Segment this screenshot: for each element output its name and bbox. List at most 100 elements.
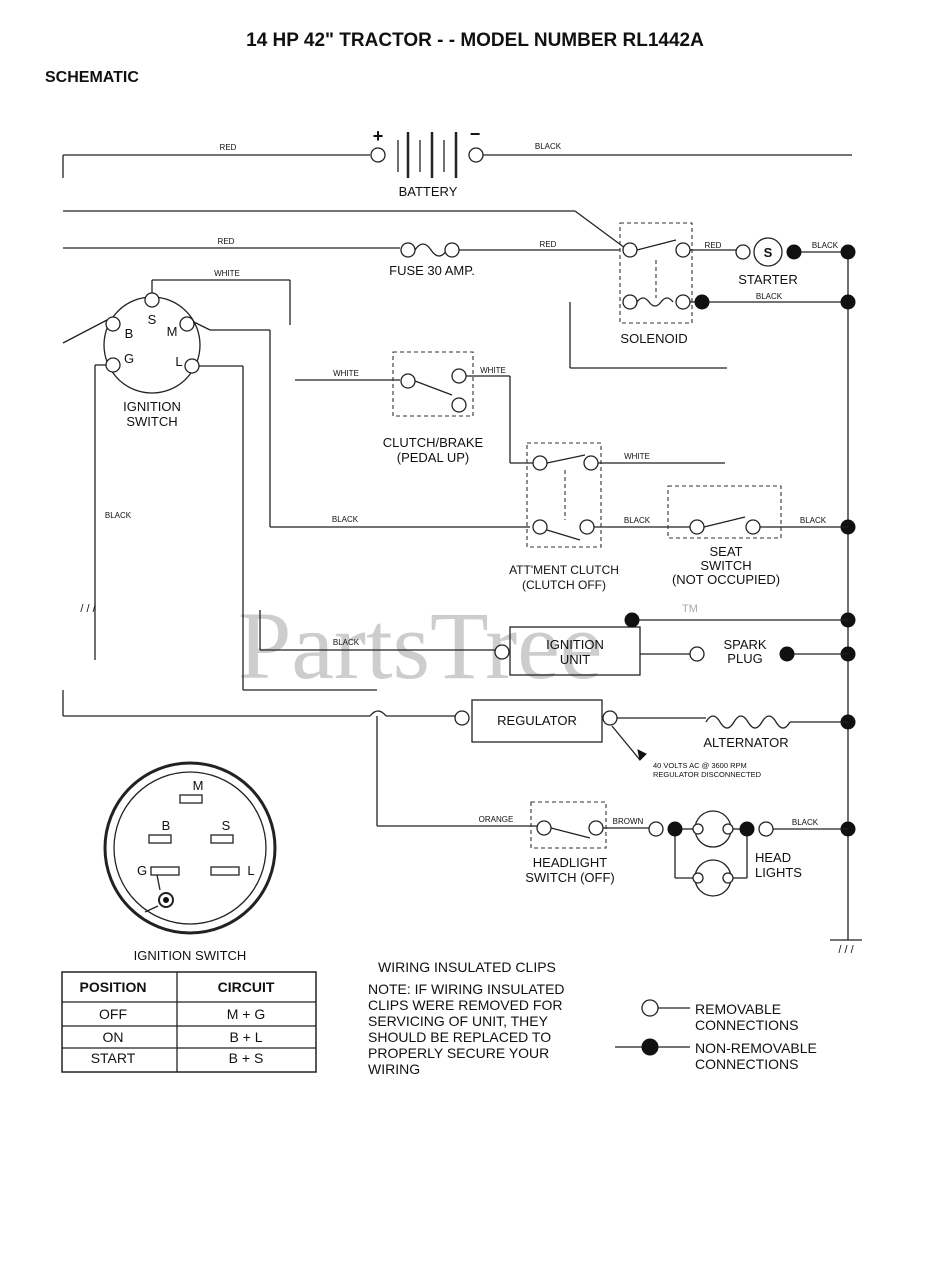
solenoid-label: SOLENOID bbox=[620, 331, 687, 346]
head-lights-label-2: LIGHTS bbox=[755, 865, 802, 880]
detail-terminal-b bbox=[148, 834, 172, 844]
starter-motor bbox=[753, 237, 783, 267]
detail-terminal-s bbox=[210, 834, 234, 844]
spark-plug-label-2: PLUG bbox=[727, 651, 762, 666]
fuse: RED RED FUSE 30 AMP. bbox=[63, 237, 620, 278]
headlight-switch-terminal-2 bbox=[588, 820, 604, 836]
ign-terminal-m bbox=[179, 316, 195, 332]
fuse-right-terminal bbox=[444, 242, 460, 258]
ign-terminal-b bbox=[105, 316, 121, 332]
ground-marks-left: / / / bbox=[80, 603, 96, 615]
ign-label-s: S bbox=[148, 312, 157, 327]
wire-label-white-clutch-out: WHITE bbox=[480, 366, 506, 375]
legend-non-removable-label-2: CONNECTIONS bbox=[695, 1056, 798, 1072]
att-clutch-label-1: ATT'MENT CLUTCH bbox=[509, 563, 619, 577]
clutch-brake-terminal-2 bbox=[451, 368, 467, 384]
ignition-unit-ground bbox=[624, 612, 640, 628]
spark-plug-ground bbox=[779, 646, 795, 662]
detail-label-g: G bbox=[137, 863, 147, 878]
regulator-input bbox=[454, 710, 470, 726]
solenoid-terminal-3 bbox=[622, 294, 638, 310]
ign-switch-label-1: IGNITION bbox=[123, 399, 181, 414]
wire-label-black-ign: BLACK bbox=[332, 515, 359, 524]
starter-terminal bbox=[735, 244, 751, 260]
ign-label-l: L bbox=[175, 354, 182, 369]
clutch-brake-terminal-3 bbox=[451, 397, 467, 413]
wire-label-black-battery: BLACK bbox=[535, 142, 562, 151]
solenoid-ground-connection bbox=[694, 294, 710, 310]
clips-note-line-2: CLIPS WERE REMOVED FOR bbox=[368, 997, 562, 1013]
battery-plus-sign: + bbox=[373, 126, 384, 146]
seat-switch-label-3: (NOT OCCUPIED) bbox=[672, 572, 780, 587]
headlight-switch-terminal-1 bbox=[536, 820, 552, 836]
table-cell-on: ON bbox=[103, 1029, 124, 1045]
ignition-unit-label-2: UNIT bbox=[560, 652, 590, 667]
att-clutch-terminal-2 bbox=[583, 455, 599, 471]
detail-label-s: S bbox=[222, 818, 231, 833]
spark-plug-terminal bbox=[689, 646, 705, 662]
regulator-note-2: REGULATOR DISCONNECTED bbox=[653, 770, 762, 779]
wire-label-red-starter: RED bbox=[705, 241, 722, 250]
spark-plug-label-1: SPARK bbox=[723, 637, 766, 652]
alternator-label: ALTERNATOR bbox=[703, 735, 788, 750]
ign-label-b: B bbox=[125, 326, 134, 341]
wire-label-white-clutch-in: WHITE bbox=[333, 369, 359, 378]
table-header-circuit: CIRCUIT bbox=[218, 979, 275, 995]
bus-node-starter bbox=[840, 244, 856, 260]
clips-note-title: WIRING INSULATED CLIPS bbox=[378, 959, 556, 975]
headlight-switch-label-2: SWITCH (OFF) bbox=[525, 870, 615, 885]
wire-label-brown: BROWN bbox=[613, 817, 644, 826]
regulator: REGULATOR 40 VOLTS AC @ 3600 RPM REGULAT… bbox=[454, 699, 762, 779]
solenoid-terminal-2 bbox=[675, 242, 691, 258]
att-clutch-terminal-4 bbox=[579, 519, 595, 535]
solenoid-terminal-1 bbox=[622, 242, 638, 258]
clutch-brake-label-2: (PEDAL UP) bbox=[397, 450, 469, 465]
table-header-position: POSITION bbox=[80, 979, 147, 995]
detail-terminal-m bbox=[179, 794, 203, 804]
att-clutch-terminal-1 bbox=[532, 455, 548, 471]
ign-terminal-g bbox=[105, 357, 121, 373]
detail-terminal-l bbox=[210, 866, 240, 876]
watermark-tm: TM bbox=[682, 603, 698, 615]
wire-label-white-att: WHITE bbox=[624, 452, 650, 461]
seat-switch-label-2: SWITCH bbox=[700, 558, 751, 573]
wire-label-black-ign-unit: BLACK bbox=[333, 638, 360, 647]
wire-label-black-ground: BLACK bbox=[105, 511, 132, 520]
regulator-label: REGULATOR bbox=[497, 713, 577, 728]
battery: + − BATTERY RED BLACK bbox=[62, 124, 852, 199]
seat-switch-terminal-2 bbox=[745, 519, 761, 535]
watermark: PartsTree TM bbox=[238, 592, 698, 699]
clutch-brake-terminal-1 bbox=[400, 373, 416, 389]
bus-node-solenoid bbox=[840, 294, 856, 310]
clutch-brake-switch: WHITE WHITE CLUTCH/BRAKE (PEDAL UP) bbox=[295, 351, 533, 465]
regulator-output bbox=[602, 710, 618, 726]
wire-label-red-battery: RED bbox=[220, 143, 237, 152]
headlight-output bbox=[758, 821, 774, 837]
headlight-node-2 bbox=[739, 821, 755, 837]
att-clutch-terminal-3 bbox=[532, 519, 548, 535]
legend-removable-label-2: CONNECTIONS bbox=[695, 1017, 798, 1033]
wire-label-black-seat: BLACK bbox=[800, 516, 827, 525]
clips-note: WIRING INSULATED CLIPS NOTE: IF WIRING I… bbox=[368, 959, 565, 1077]
fuse-left-terminal bbox=[400, 242, 416, 258]
seat-switch-terminal-1 bbox=[689, 519, 705, 535]
starter-s-mark: S bbox=[764, 245, 773, 260]
attachment-clutch-switch: WHITE BLACK ATT'MENT CLUTCH (CLUTCH OFF) bbox=[509, 442, 725, 592]
wire-label-black-headlights: BLACK bbox=[792, 818, 819, 827]
battery-label: BATTERY bbox=[399, 184, 458, 199]
headlight-node-1 bbox=[667, 821, 683, 837]
legend-non-removable-label-1: NON-REMOVABLE bbox=[695, 1040, 817, 1056]
headlight-input bbox=[648, 821, 664, 837]
ign-switch-label-2: SWITCH bbox=[126, 414, 177, 429]
headlights: BLACK HEAD LIGHTS bbox=[648, 810, 848, 897]
wire-label-red-fuse-in: RED bbox=[218, 237, 235, 246]
ignition-unit-input bbox=[494, 644, 510, 660]
table-cell-start: START bbox=[91, 1050, 136, 1066]
battery-minus-sign: − bbox=[470, 124, 481, 144]
ignition-switch-detail: M B S G L IGNITION SWITCH bbox=[103, 761, 277, 963]
ground-symbol: / / / bbox=[830, 939, 862, 956]
legend-non-removable-symbol bbox=[641, 1038, 659, 1056]
regulator-note-1: 40 VOLTS AC @ 3600 RPM bbox=[653, 761, 747, 770]
